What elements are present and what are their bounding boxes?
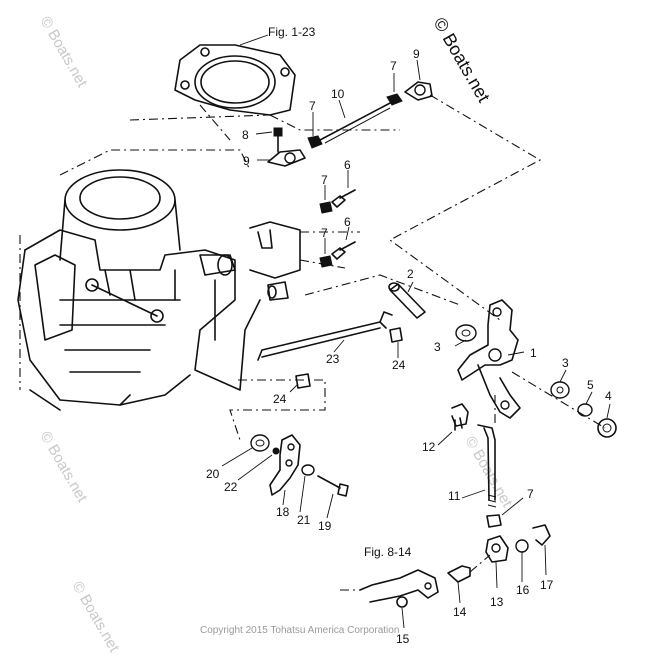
callout-labels: 1 2 3 3 4 5 6 6 7 7 7 7 7 8 9 9 10 11 12…: [206, 47, 612, 646]
callout-17: 17: [540, 578, 554, 592]
copyright-text: Copyright 2015 Tohatsu America Corporati…: [200, 625, 399, 636]
callout-2: 2: [407, 267, 414, 281]
watermark-faint: © Boats.net: [69, 579, 123, 656]
throttle-body-gasket: [174, 34, 400, 141]
lower-bracket: [250, 434, 349, 497]
link-rod: [229, 311, 403, 441]
callout-13: 13: [490, 595, 504, 609]
callout-22: 22: [224, 480, 238, 494]
callout-11: 11: [448, 489, 461, 503]
callout-9: 9: [413, 47, 420, 61]
callout-14: 14: [453, 605, 467, 619]
callout-9: 9: [243, 154, 250, 168]
engine-block: [17, 114, 301, 411]
callout-3: 3: [562, 356, 569, 370]
callout-7: 7: [527, 487, 534, 501]
watermark-faint: © Boats.net: [37, 429, 91, 506]
callout-7: 7: [321, 173, 328, 187]
callout-24: 24: [392, 358, 406, 372]
bottom-linkage: [340, 524, 551, 608]
callout-8: 8: [242, 128, 249, 142]
callout-23: 23: [326, 352, 340, 366]
callout-12: 12: [422, 440, 436, 454]
leader-lines: [221, 59, 611, 629]
callout-15: 15: [396, 632, 410, 646]
watermark-boats-net: © Boats.net: [430, 14, 494, 106]
throttle-lever-assembly: [388, 282, 617, 438]
fig-ref-top: Fig. 1-23: [268, 25, 316, 39]
callout-3: 3: [434, 340, 441, 354]
throttle-shaft: [451, 395, 502, 528]
callout-7: 7: [309, 99, 316, 113]
callout-7: 7: [390, 59, 397, 73]
watermark-faint: © Boats.net: [37, 14, 91, 91]
callout-6: 6: [344, 215, 351, 229]
callout-18: 18: [276, 505, 290, 519]
callout-19: 19: [318, 519, 332, 533]
callout-16: 16: [516, 583, 530, 597]
callout-24: 24: [273, 392, 287, 406]
callout-5: 5: [587, 378, 594, 392]
callout-1: 1: [530, 346, 537, 360]
callout-4: 4: [605, 389, 612, 403]
callout-20: 20: [206, 467, 220, 481]
callout-7: 7: [321, 226, 328, 240]
callout-21: 21: [297, 513, 311, 527]
bolts-and-nuts: [299, 189, 360, 269]
callout-6: 6: [344, 158, 351, 172]
throttle-rod-assembly: [267, 81, 433, 167]
fig-ref-bottom: Fig. 8-14: [364, 545, 412, 559]
callout-10: 10: [331, 87, 345, 101]
